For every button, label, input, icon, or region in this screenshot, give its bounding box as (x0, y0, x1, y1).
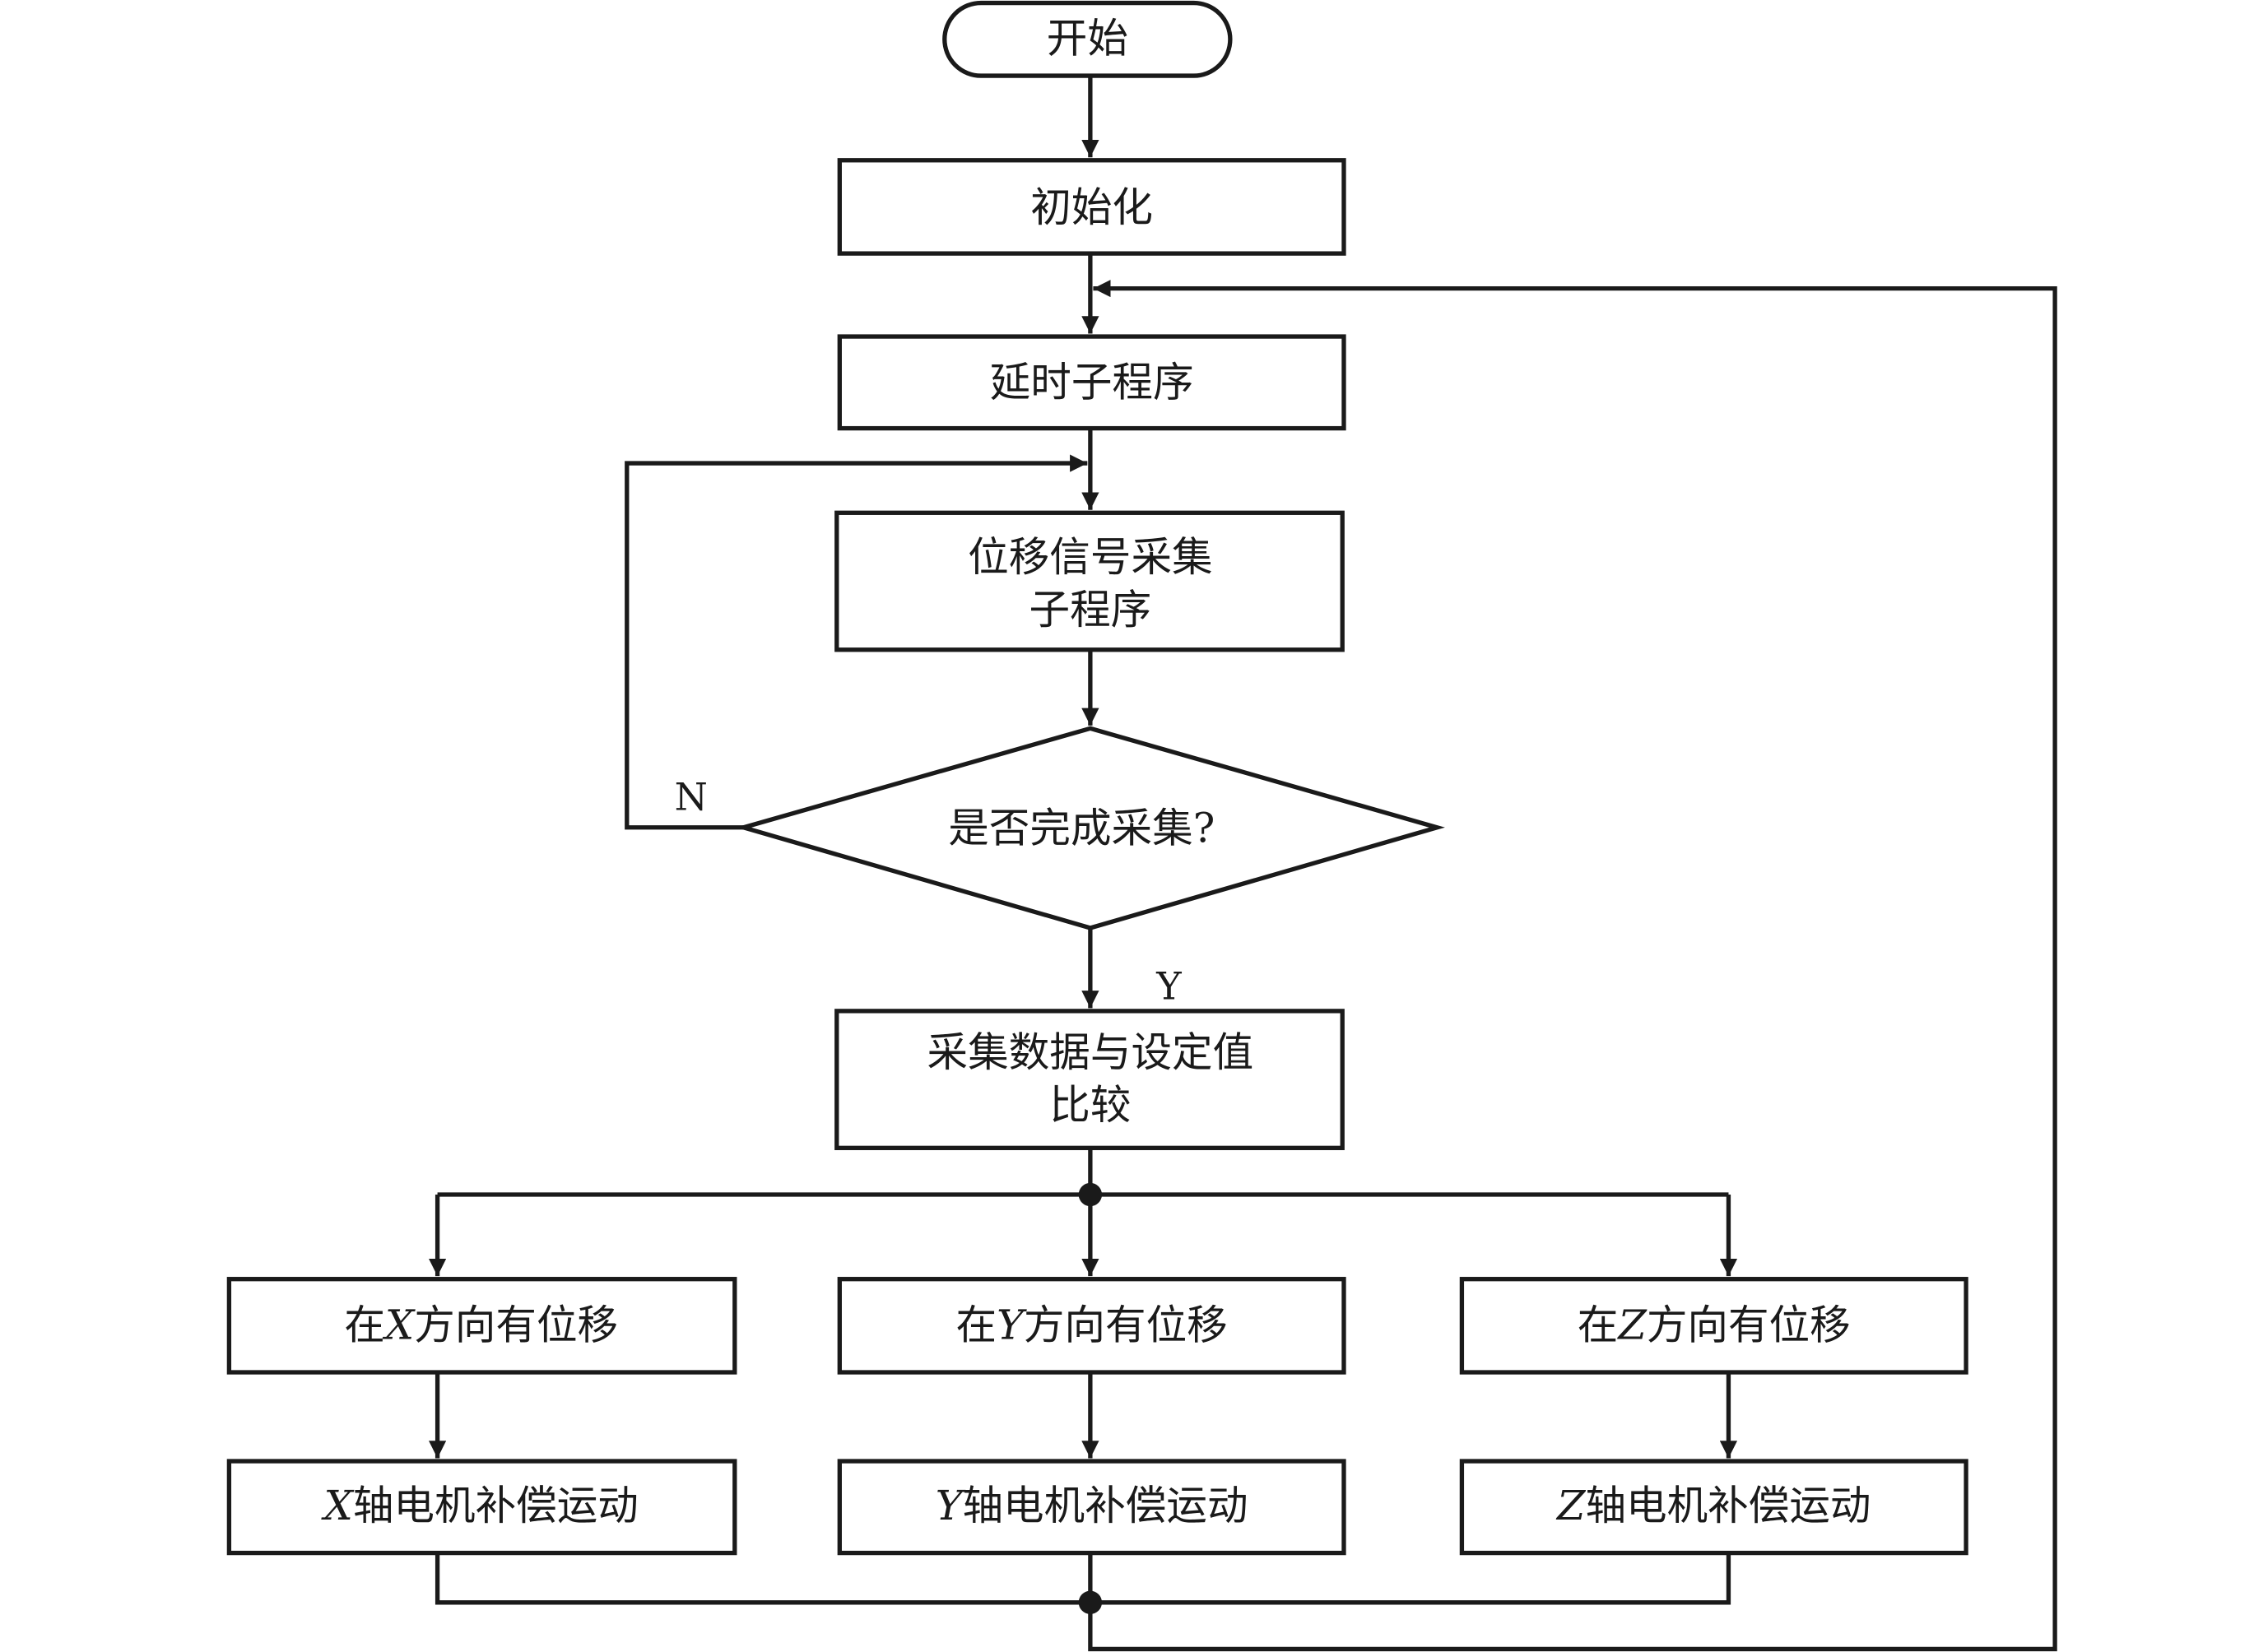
z-motor-label: Z轴电机补偿运动 (1555, 1482, 1871, 1529)
x-motor-label: X轴电机补偿运动 (321, 1482, 639, 1529)
y-displacement-label: 在Y方向有位移 (956, 1301, 1228, 1348)
x-motor-box (226, 1459, 737, 1556)
decision-diamond (735, 726, 1445, 930)
z-motor-box (1459, 1459, 1968, 1556)
start-terminal: 开始 (942, 0, 1233, 78)
branch-no-label: N (675, 775, 708, 819)
y-motor-process: Y轴电机补偿运动 (837, 1459, 1346, 1556)
z-displacement-box (1459, 1277, 1968, 1375)
acquire-label-line1: 位移信号采集 (968, 533, 1212, 581)
start-terminal-shape (942, 0, 1233, 78)
acquire-process: 位移信号采集 子程序 (834, 510, 1345, 652)
x-displacement-label: 在X方向有位移 (344, 1301, 618, 1348)
start-label: 开始 (1047, 15, 1128, 63)
y-motor-box (837, 1459, 1346, 1556)
z-motor-process: Z轴电机补偿运动 (1459, 1459, 1968, 1556)
connectors (428, 76, 2057, 1652)
arrow-decision-no-loop (625, 454, 1088, 830)
acquire-label-line2: 子程序 (1029, 586, 1152, 633)
compare-label-line2: 比较 (1049, 1081, 1131, 1129)
init-label: 初始化 (1030, 183, 1153, 231)
delay-process-box (837, 334, 1346, 431)
x-displacement-process: 在X方向有位移 (226, 1277, 737, 1375)
init-process: 初始化 (837, 158, 1346, 256)
compare-label-line1: 采集数据与设定值 (927, 1028, 1254, 1076)
delay-label: 延时子程序 (990, 359, 1194, 406)
init-process-box (837, 158, 1346, 256)
y-displacement-process: 在Y方向有位移 (837, 1277, 1346, 1375)
decision-label: 是否完成采集? (948, 804, 1215, 852)
compare-process: 采集数据与设定值 比较 (834, 1009, 1345, 1150)
x-motor-process: X轴电机补偿运动 (226, 1459, 737, 1556)
acquire-process-box (834, 510, 1345, 652)
arrow-return-loop (1088, 279, 2057, 1652)
z-displacement-process: 在Z方向有位移 (1459, 1277, 1968, 1375)
delay-process: 延时子程序 (837, 334, 1346, 431)
y-displacement-box (837, 1277, 1346, 1375)
y-motor-label: Y轴电机补偿运动 (936, 1482, 1248, 1529)
split-junction-dot (1078, 1182, 1103, 1207)
z-displacement-label: 在Z方向有位移 (1578, 1301, 1851, 1348)
compare-process-box (834, 1009, 1345, 1150)
branch-yes-label: Y (1155, 964, 1182, 1009)
merge-junction-dot (1078, 1590, 1103, 1614)
decision: 是否完成采集? N Y (675, 726, 1445, 1009)
x-displacement-box (226, 1277, 737, 1375)
